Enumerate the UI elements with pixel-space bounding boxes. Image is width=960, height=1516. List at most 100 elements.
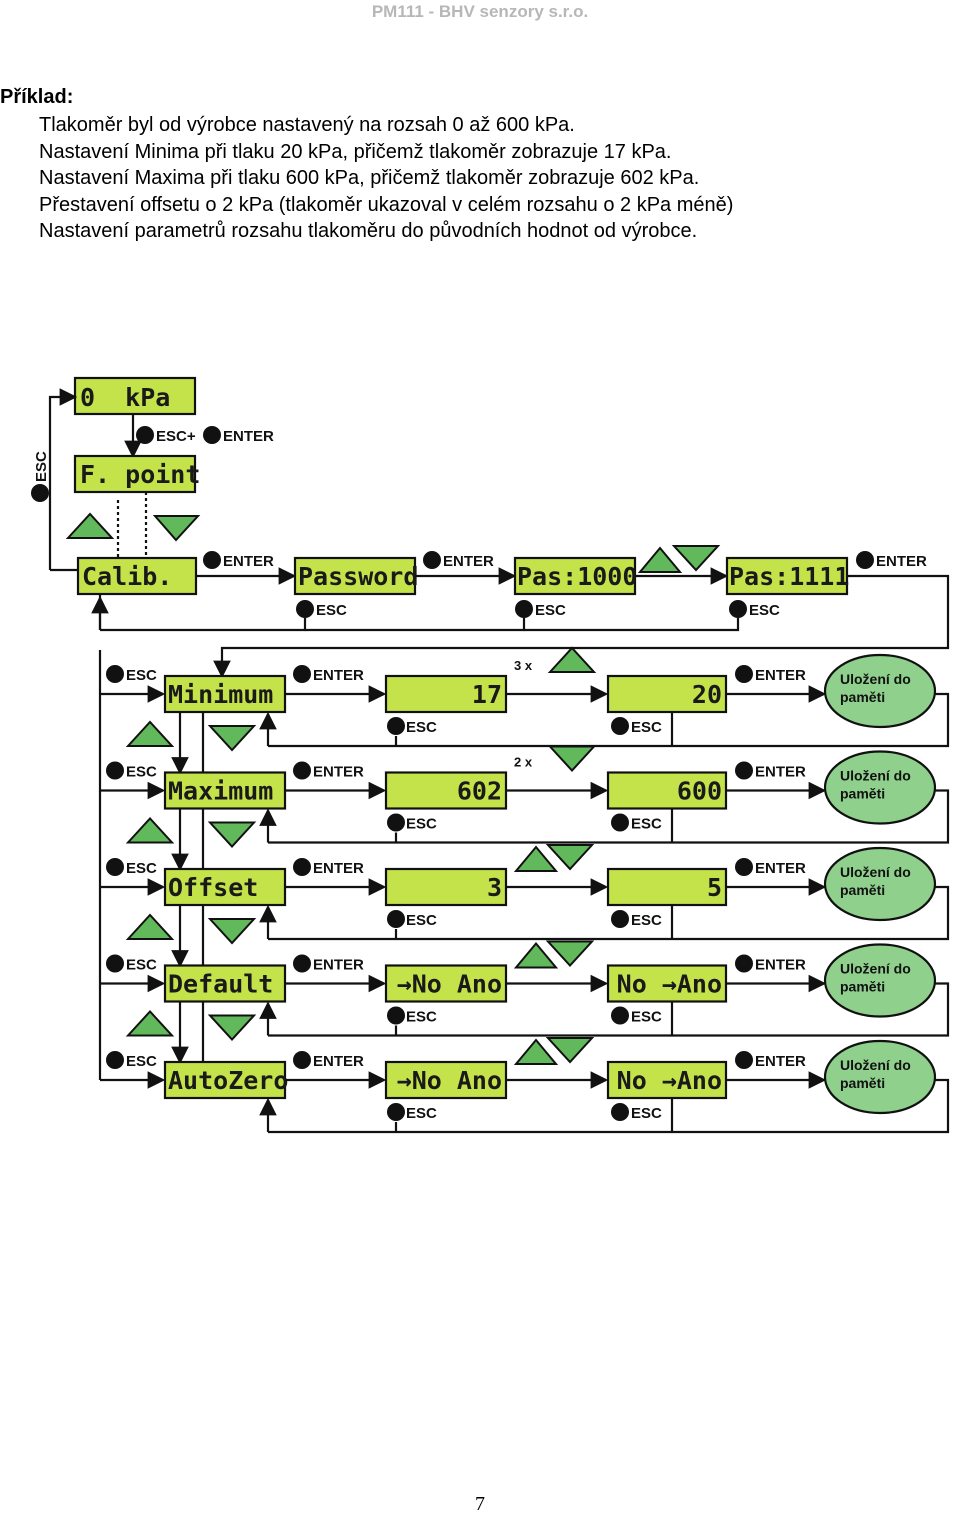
esc-label: ESC — [406, 816, 437, 833]
enter-button-icon — [735, 761, 753, 780]
esc-button-icon — [387, 717, 405, 735]
enter-label: ENTER — [223, 553, 274, 570]
esc-side-icon — [31, 484, 49, 502]
esc-label: ESC — [631, 719, 662, 736]
display-value-b — [606, 867, 728, 907]
enter-label: ENTER — [223, 428, 274, 445]
esc-label: ESC — [631, 816, 662, 833]
display-value-b — [606, 964, 728, 1003]
esc-label: ESC — [631, 912, 662, 929]
esc-button-icon — [106, 1051, 124, 1069]
enter-label: ENTER — [755, 764, 806, 781]
esc-button-icon — [611, 1103, 629, 1121]
esc-button-icon — [611, 813, 629, 832]
esc-button-icon — [106, 954, 124, 973]
display-value-b-text: No →Ano — [617, 970, 722, 999]
display-value-a-text: 3 — [487, 873, 502, 902]
display-password-text: Password — [298, 562, 418, 591]
esc-button-icon — [611, 717, 629, 735]
enter-label: ENTER — [876, 553, 927, 570]
esc-button-icon — [387, 1006, 405, 1025]
save-to-memory-badge — [823, 1039, 937, 1115]
display-pas1000 — [513, 556, 637, 596]
esc-label: ESC — [126, 1053, 157, 1070]
enter-label: ENTER — [443, 553, 494, 570]
esc-button-icon — [106, 665, 124, 683]
save-to-memory-badge — [823, 653, 937, 729]
display-calib-text: Calib. — [82, 562, 172, 591]
display-value-b-text: No →Ano — [617, 1066, 722, 1095]
esc-button-icon — [387, 1103, 405, 1121]
save-line2: paměti — [840, 1075, 885, 1091]
display-value-b-text: 5 — [707, 873, 722, 902]
down-arrow-icon — [152, 515, 201, 542]
up-arrow-icon — [637, 546, 683, 573]
esc-label: ESC — [535, 602, 566, 619]
esc-plus-label: ESC+ — [156, 428, 196, 445]
save-line1: Uložení do — [840, 1057, 911, 1073]
enter-button-icon — [293, 954, 311, 973]
save-to-memory-badge — [823, 846, 937, 922]
down-arrow-icon — [547, 745, 597, 772]
display-value-b-text: 600 — [677, 777, 722, 806]
display-value-a — [384, 1060, 508, 1100]
display-menu — [163, 867, 287, 907]
display-main-text: 0 kPa — [80, 383, 170, 412]
display-menu — [163, 771, 287, 810]
display-menu — [163, 674, 287, 714]
display-pas1000-text: Pas:1000 — [517, 562, 637, 591]
up-arrow-icon — [125, 913, 175, 940]
display-value-a-text: 602 — [457, 777, 502, 806]
repeat-count: 3 x — [514, 658, 533, 673]
down-arrow-icon — [671, 545, 721, 572]
enter-label: ENTER — [313, 764, 364, 781]
example-line: Tlakoměr byl od výrobce nastavený na roz… — [39, 114, 575, 136]
esc-button-icon — [106, 761, 124, 780]
display-value-a — [384, 674, 508, 714]
up-arrow-icon — [65, 512, 115, 539]
display-value-b — [606, 1060, 728, 1100]
up-arrow-icon — [125, 817, 175, 844]
down-arrow-icon — [545, 844, 595, 871]
esc-label: ESC — [126, 860, 157, 877]
save-line2: paměti — [840, 786, 885, 802]
esc-label: ESC — [749, 602, 780, 619]
enter-label: ENTER — [313, 957, 364, 974]
esc-label: ESC — [126, 667, 157, 684]
display-password — [293, 556, 417, 596]
display-pas1111 — [725, 556, 849, 596]
up-arrow-icon — [513, 1038, 559, 1065]
esc-label: ESC — [126, 764, 157, 781]
esc-button-icon — [387, 813, 405, 832]
esc-label: ESC — [631, 1009, 662, 1026]
down-arrow-icon — [207, 918, 257, 945]
esc-button-icon — [387, 910, 405, 928]
display-menu — [163, 964, 287, 1003]
up-arrow-icon — [547, 646, 597, 673]
down-arrow-icon — [207, 821, 257, 848]
display-fpoint — [73, 454, 197, 494]
enter-label: ENTER — [755, 957, 806, 974]
enter-label: ENTER — [313, 860, 364, 877]
enter-label: ENTER — [755, 667, 806, 684]
calibration-flow-diagram: 0 kPa ESC+ ENTER F. point ESC Calib. ENT… — [31, 376, 950, 1134]
esc-button-icon — [136, 426, 154, 444]
esc-label: ESC — [316, 602, 347, 619]
esc-button-icon — [106, 858, 124, 876]
display-fpoint-text: F. point — [80, 460, 200, 489]
example-line: Přestavení offsetu o 2 kPa (tlakoměr uka… — [39, 193, 734, 216]
example-line: Nastavení parametrů rozsahu tlakoměru do… — [39, 220, 698, 242]
repeat-count: 2 x — [514, 755, 533, 770]
enter-button-icon — [735, 665, 753, 683]
display-value-b — [606, 674, 728, 714]
enter-button-icon — [293, 665, 311, 683]
esc-label: ESC — [631, 1105, 662, 1122]
save-line1: Uložení do — [840, 961, 911, 977]
display-value-a-text: →No Ano — [397, 1066, 502, 1095]
down-arrow-icon — [545, 940, 595, 967]
save-line2: paměti — [840, 979, 885, 995]
save-to-memory-badge — [823, 750, 937, 825]
display-menu-text: Minimum — [168, 680, 273, 709]
